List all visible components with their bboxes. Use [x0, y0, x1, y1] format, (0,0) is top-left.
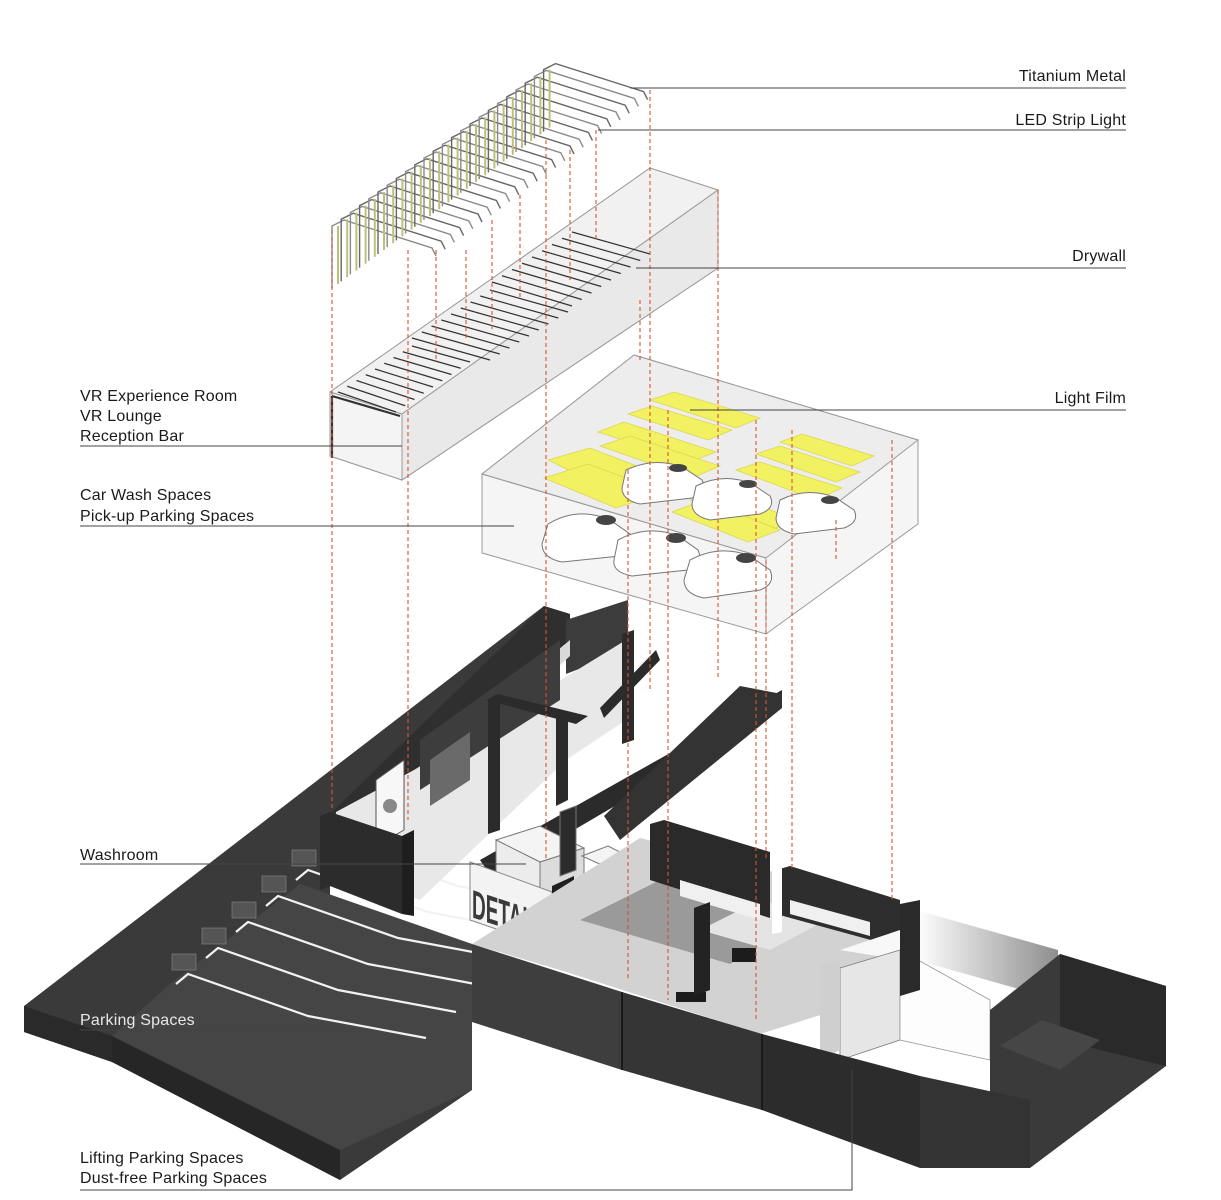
label-parking-spaces: Parking Spaces	[80, 1012, 195, 1029]
label-reception-bar: Reception Bar	[80, 428, 184, 445]
drywall-slat	[411, 345, 471, 363]
titanium-metal-fins	[331, 62, 649, 288]
titanium-fin	[496, 96, 603, 166]
titanium-fin	[515, 83, 621, 152]
drywall-slat	[347, 385, 406, 407]
label-vr-lounge: VR Lounge	[80, 408, 162, 425]
car-cockpits	[596, 464, 839, 563]
drywall-slat	[431, 325, 510, 349]
drywall-slat	[571, 231, 651, 255]
parking-lift-box	[171, 953, 197, 971]
drywall-slat	[480, 295, 559, 319]
titanium-fin	[340, 212, 446, 282]
titanium-fin	[533, 69, 640, 139]
right-dark-room	[900, 900, 1166, 1168]
titanium-fin	[478, 110, 584, 180]
leader-lines	[80, 87, 1126, 1191]
titanium-fin	[404, 164, 511, 234]
label-drywall: Drywall	[1072, 248, 1126, 265]
titanium-fin	[460, 124, 566, 193]
titanium-fin	[441, 137, 548, 207]
parking-lift-box	[261, 875, 287, 893]
titanium-fin	[358, 198, 465, 268]
drywall-slat	[561, 237, 641, 262]
parking-lift-box	[201, 927, 227, 945]
parking-lift-box	[291, 849, 317, 867]
parking-stripe	[205, 946, 457, 1014]
titanium-fin	[506, 90, 612, 159]
drywall-slats	[337, 231, 651, 413]
drywall-slat	[501, 275, 582, 301]
titanium-fin	[414, 158, 520, 227]
drywall-slat	[421, 331, 500, 355]
projection-lines	[331, 90, 893, 1020]
drywall-slat	[411, 337, 491, 361]
drywall-slat	[521, 262, 602, 288]
left-box-wall	[320, 812, 414, 916]
parking-lift-box	[231, 901, 257, 919]
titanium-fin	[423, 151, 529, 220]
drywall-slat	[374, 368, 434, 388]
titanium-fin	[377, 185, 483, 254]
titanium-fin	[469, 117, 575, 186]
drywall-slat	[489, 289, 569, 313]
label-pickup-parking-spaces: Pick-up Parking Spaces	[80, 508, 255, 525]
drywall-slat	[365, 374, 424, 394]
drywall-slat	[511, 268, 592, 294]
parking-slab	[24, 606, 570, 1180]
label-vr-experience-room: VR Experience Room	[80, 388, 238, 405]
drywall-slat	[551, 243, 631, 268]
ramp-bar	[604, 686, 782, 840]
parking-stripe	[235, 920, 487, 988]
drywall-slat	[531, 256, 612, 281]
drywall-slat	[441, 319, 520, 343]
titanium-fin	[524, 76, 630, 146]
label-light-film: Light Film	[1054, 390, 1126, 407]
titanium-fin	[368, 192, 474, 261]
drywall-slat	[491, 281, 573, 307]
titanium-fin	[349, 205, 456, 275]
drywall-slat	[402, 351, 461, 369]
drywall-slat	[450, 313, 530, 337]
titanium-fin	[395, 171, 502, 241]
label-car-wash-spaces: Car Wash Spaces	[80, 487, 212, 504]
glass-room	[820, 910, 1058, 1061]
drywall-slat	[356, 379, 415, 401]
label-washroom: Washroom	[80, 847, 159, 864]
label-lifting-parking-spaces: Lifting Parking Spaces	[80, 1150, 244, 1167]
titanium-fin	[386, 178, 492, 248]
label-titanium-metal: Titanium Metal	[1018, 68, 1126, 85]
titanium-fin	[432, 144, 538, 214]
titanium-fin	[450, 130, 557, 200]
label-led-strip-light: LED Strip Light	[1015, 112, 1126, 129]
front-walls	[472, 944, 1030, 1168]
titanium-fin	[542, 62, 649, 132]
parking-stripe	[175, 972, 427, 1040]
parking-stripe	[265, 894, 517, 962]
drywall-slat	[541, 250, 621, 275]
drywall-slat	[470, 301, 549, 325]
drywall-slat	[337, 391, 397, 413]
label-dust-free-parking-spaces: Dust-free Parking Spaces	[80, 1170, 268, 1187]
drywall-slat	[393, 356, 452, 376]
titanium-fin	[487, 103, 594, 173]
drywall-slat	[384, 362, 443, 382]
main-floor	[472, 820, 900, 1034]
drywall-slat	[460, 307, 539, 331]
